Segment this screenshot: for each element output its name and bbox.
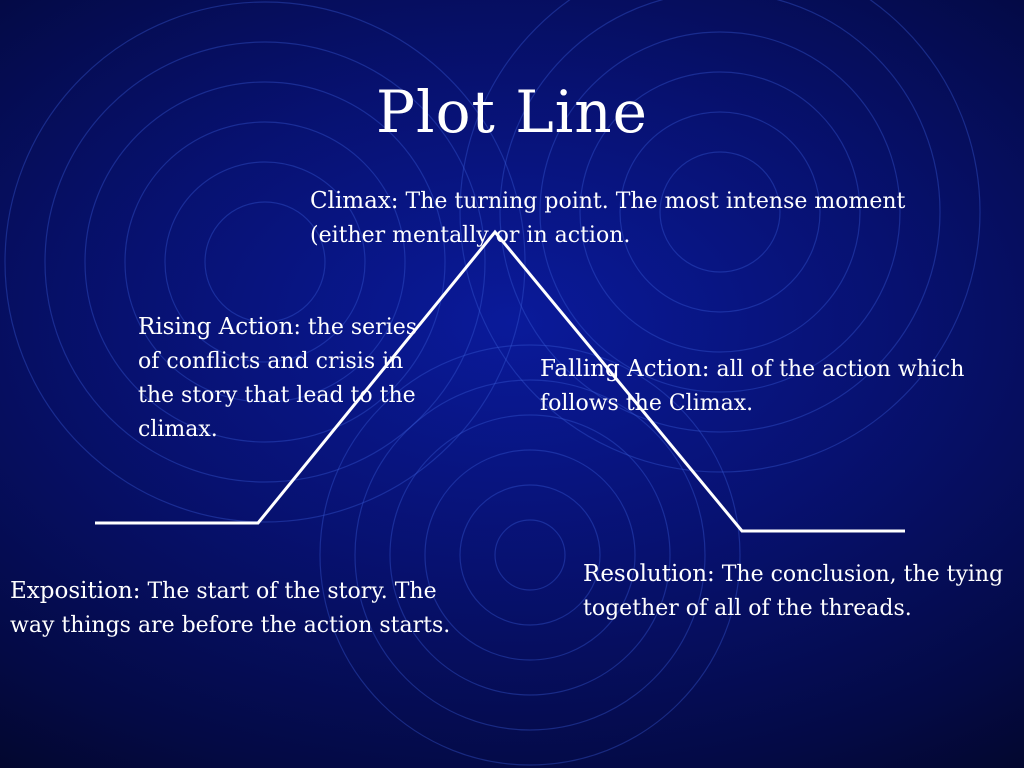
rising-action-annotation: Rising Action: the series of conflicts a… [138,310,418,447]
climax-term: Climax: [310,188,399,214]
resolution-annotation: Resolution: The conclusion, the tying to… [583,557,1018,626]
slide-title: Plot Line [376,78,648,146]
rising-action-term: Rising Action [138,314,294,340]
resolution-definition: The conclusion, the tying together of al… [583,562,1004,621]
resolution-term: Resolution: [583,561,715,587]
falling-action-term: Falling Action: [540,356,710,382]
climax-annotation: Climax: The turning point. The most inte… [310,184,910,253]
climax-definition: The turning point. The most intense mome… [310,189,906,248]
rising-action-definition: : the series of conflicts and crisis in … [138,315,418,442]
falling-action-annotation: Falling Action: all of the action which … [540,352,970,421]
exposition-term: Exposition: [10,578,141,604]
plot-line [95,229,905,533]
exposition-annotation: Exposition: The start of the story. The … [10,574,480,643]
exposition-definition: The start of the story. The way things a… [10,579,451,638]
falling-action-definition: all of the action which follows the Clim… [540,357,965,416]
